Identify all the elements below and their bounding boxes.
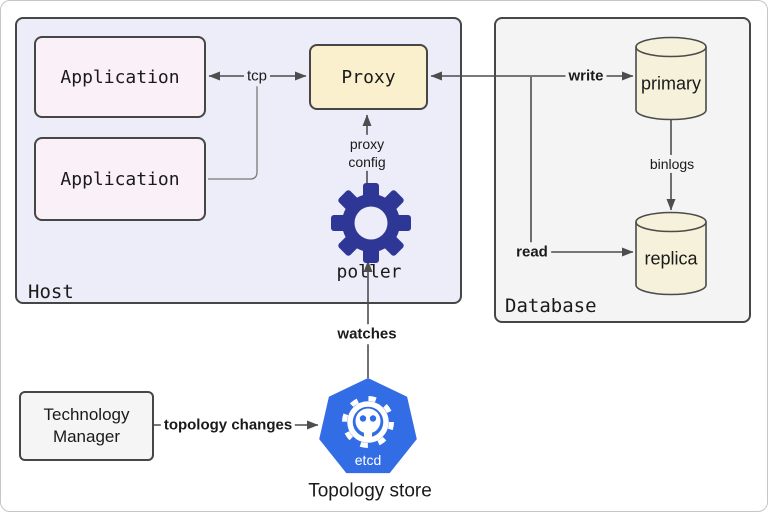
proxy-label: Proxy: [341, 66, 396, 88]
write-edge-label: write: [565, 66, 607, 86]
application-bottom-label: Application: [60, 168, 180, 190]
primary-database-cylinder-icon: [635, 36, 707, 121]
application-top-label: Application: [60, 66, 180, 88]
read-edge-label: read: [513, 242, 551, 262]
binlogs-edge-label: binlogs: [646, 154, 698, 174]
poller-label: poller: [336, 261, 402, 283]
tcp-edge-label: tcp: [243, 66, 271, 86]
watches-edge-label: watches: [334, 324, 400, 344]
read-edge: [530, 77, 634, 257]
etcd-heptagon-icon: [319, 378, 417, 474]
database-container: [494, 17, 751, 323]
primary-label: primary: [640, 73, 702, 94]
etcd-badge-label: etcd: [354, 451, 382, 468]
replica-label: replica: [644, 248, 698, 269]
topology-store-label: Topology store: [308, 480, 432, 502]
application-top-node: Application: [34, 36, 206, 118]
database-label: Database: [505, 295, 597, 317]
replica-database-cylinder-icon: [635, 211, 707, 296]
proxy-node: Proxy: [309, 44, 428, 110]
poller-gear-icon: [331, 183, 411, 263]
proxy-config-edge-label: proxy config: [339, 134, 395, 172]
topology-changes-edge-label: topology changes: [160, 415, 296, 435]
technology-manager-label: Technology Manager: [43, 405, 130, 446]
application-bottom-node: Application: [34, 137, 206, 221]
application2-connector-line: [208, 77, 258, 180]
technology-manager-node: Technology Manager: [19, 391, 154, 461]
host-label: Host: [28, 281, 74, 303]
